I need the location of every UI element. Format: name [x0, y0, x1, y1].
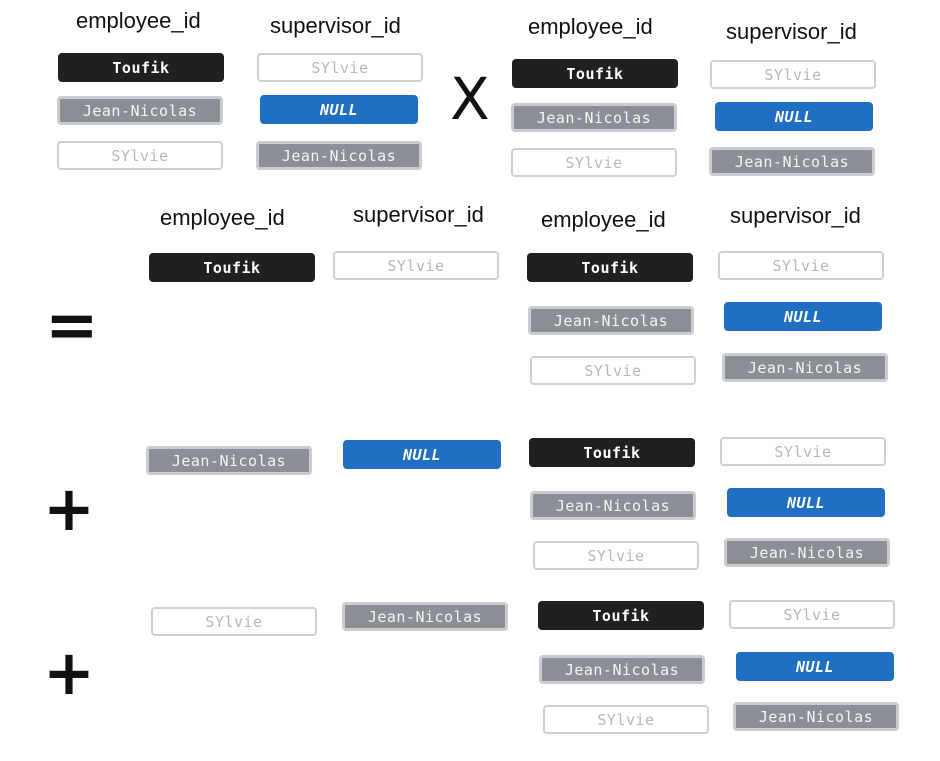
cell-sylvie: SYlvie [720, 437, 886, 466]
cell-null: NULL [727, 488, 885, 517]
cell-jean-nicolas: Jean-Nicolas [709, 147, 875, 176]
cell-toufik: Toufik [149, 253, 315, 282]
header-employee-id: employee_id [528, 14, 653, 39]
cell-jean-nicolas: Jean-Nicolas [342, 602, 508, 631]
cell-null: NULL [724, 302, 882, 331]
cell-sylvie: SYlvie [257, 53, 423, 82]
header-employee-id: employee_id [541, 207, 666, 232]
cell-sylvie: SYlvie [718, 251, 884, 280]
header-employee-id: employee_id [76, 8, 201, 33]
cell-null: NULL [343, 440, 501, 469]
cell-null: NULL [715, 102, 873, 131]
cell-jean-nicolas: Jean-Nicolas [724, 538, 890, 567]
header-supervisor-id: supervisor_id [730, 203, 861, 228]
cell-toufik: Toufik [538, 601, 704, 630]
cell-toufik: Toufik [529, 438, 695, 467]
cell-jean-nicolas: Jean-Nicolas [528, 306, 694, 335]
header-supervisor-id: supervisor_id [270, 13, 401, 38]
cell-jean-nicolas: Jean-Nicolas [57, 96, 223, 125]
cell-sylvie: SYlvie [511, 148, 677, 177]
cell-sylvie: SYlvie [729, 600, 895, 629]
cell-sylvie: SYlvie [710, 60, 876, 89]
cell-sylvie: SYlvie [543, 705, 709, 734]
cell-jean-nicolas: Jean-Nicolas [146, 446, 312, 475]
cell-jean-nicolas: Jean-Nicolas [530, 491, 696, 520]
union-plus-operator: + [43, 472, 95, 545]
union-plus-operator: + [43, 636, 95, 709]
cell-toufik: Toufik [512, 59, 678, 88]
cell-jean-nicolas: Jean-Nicolas [511, 103, 677, 132]
cell-jean-nicolas: Jean-Nicolas [256, 141, 422, 170]
header-employee-id: employee_id [160, 205, 285, 230]
cell-sylvie: SYlvie [151, 607, 317, 636]
cell-sylvie: SYlvie [333, 251, 499, 280]
cell-toufik: Toufik [527, 253, 693, 282]
cell-sylvie: SYlvie [530, 356, 696, 385]
header-supervisor-id: supervisor_id [353, 202, 484, 227]
cell-null: NULL [736, 652, 894, 681]
cell-toufik: Toufik [58, 53, 224, 82]
cell-sylvie: SYlvie [533, 541, 699, 570]
cell-null: NULL [260, 95, 418, 124]
cell-jean-nicolas: Jean-Nicolas [722, 353, 888, 382]
equals-operator: = [45, 289, 99, 363]
header-supervisor-id: supervisor_id [726, 19, 857, 44]
cell-jean-nicolas: Jean-Nicolas [733, 702, 899, 731]
cross-join-operator: X [450, 65, 490, 133]
cell-jean-nicolas: Jean-Nicolas [539, 655, 705, 684]
cell-sylvie: SYlvie [57, 141, 223, 170]
